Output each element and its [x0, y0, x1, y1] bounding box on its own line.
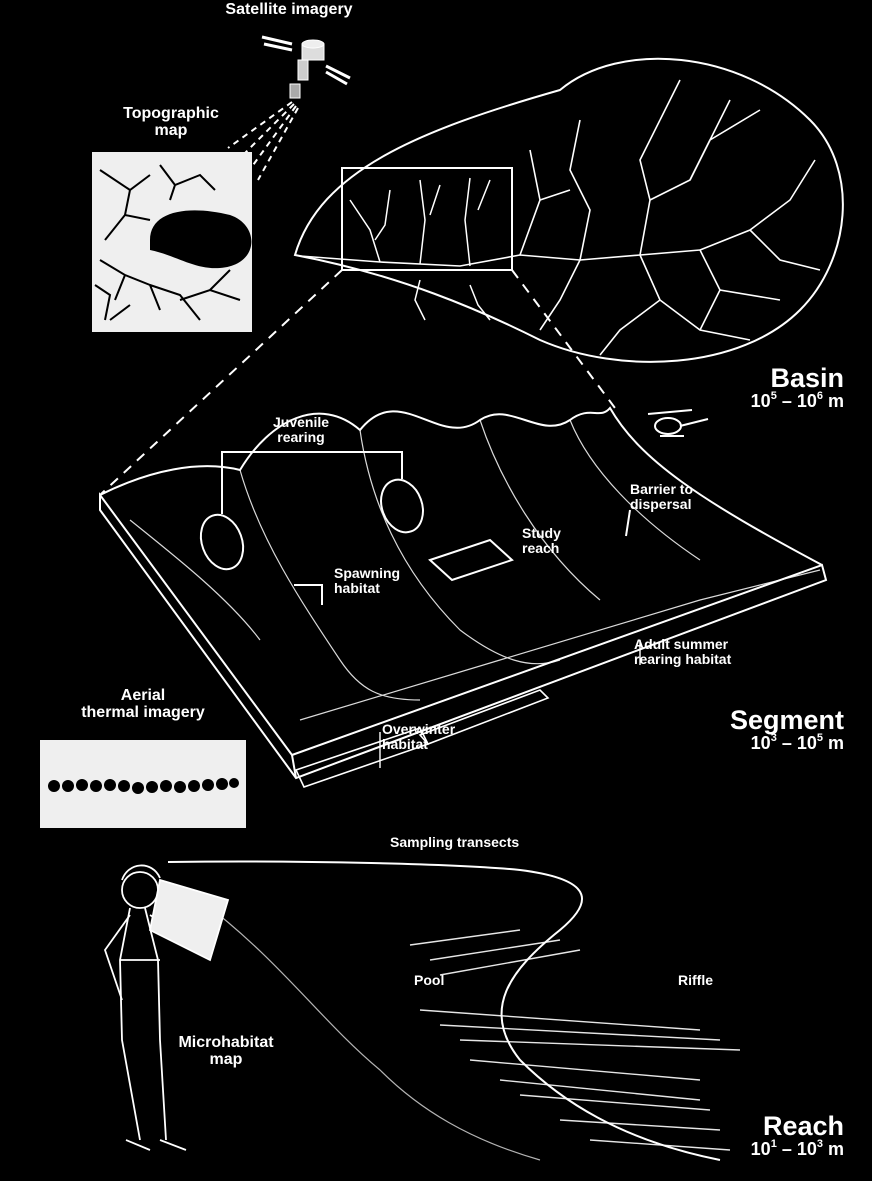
- riffle-label: Riffle: [678, 973, 713, 988]
- basin-title: Basin: [640, 364, 844, 392]
- pool-label: Pool: [414, 973, 444, 988]
- basin-scale: Basin 105 – 106 m: [640, 364, 844, 411]
- segment-title: Segment: [640, 706, 844, 734]
- satellite-imagery-label: Satellite imagery: [214, 2, 364, 19]
- topographic-map-card: [92, 152, 252, 332]
- basin-range: 105 – 106 m: [640, 392, 844, 411]
- reach-scale: Reach 101 – 103 m: [640, 1112, 844, 1159]
- sampling-transects-label: Sampling transects: [390, 835, 519, 850]
- segment-scale: Segment 103 – 105 m: [640, 706, 844, 753]
- aerial-thermal-card: [40, 740, 246, 828]
- reach-title: Reach: [640, 1112, 844, 1140]
- segment-range: 103 – 105 m: [640, 734, 844, 753]
- reach-range: 101 – 103 m: [640, 1140, 844, 1159]
